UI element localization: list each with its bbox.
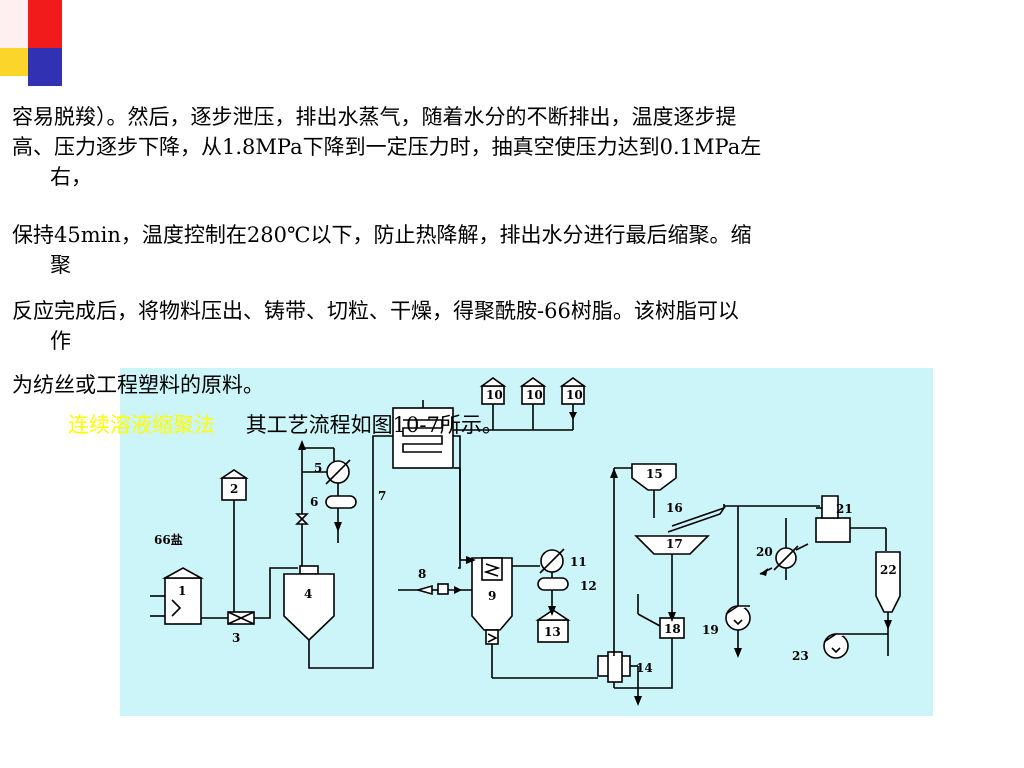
label-20: 20 (756, 545, 773, 559)
label-22: 22 (880, 563, 897, 577)
paragraph-1-line-1: 容易脱羧）。然后，逐步泄压，排出水蒸气，随着水分的不断排出，温度逐步提 (12, 105, 737, 129)
label-14: 14 (636, 661, 653, 675)
label-4: 4 (304, 587, 312, 601)
label-2: 2 (230, 482, 238, 496)
paragraph-1-line-3: 右， (50, 165, 92, 189)
towers-10 (479, 377, 587, 405)
reactor-4 (283, 573, 335, 642)
paragraph-3-line-2: 作 (50, 329, 71, 353)
label-10a: 10 (486, 388, 503, 402)
label-18: 18 (664, 622, 681, 636)
label-7: 7 (378, 489, 386, 503)
process-flow-diagram: 1 2 3 4 5 6 7 8 9 10 10 10 11 12 13 14 1… (120, 368, 933, 716)
label-15: 15 (646, 467, 663, 481)
paragraph-4: 为纺丝或工程塑料的原料。 (12, 370, 1012, 400)
label-9: 9 (488, 589, 496, 603)
screen-17 (634, 535, 710, 555)
paragraph-1-line-2: 高、压力逐步下降，从1.8MPa下降到一定压力时，抽真空使压力达到0.1MPa左 (12, 135, 762, 159)
drum-6 (325, 495, 357, 509)
caption-text: 其工艺流程如图10-7所示。 (245, 413, 503, 437)
hopper-15 (631, 463, 677, 491)
silo-22 (875, 551, 901, 613)
ejector-8 (415, 584, 433, 596)
label-12: 12 (580, 579, 597, 593)
label-1: 1 (178, 584, 186, 598)
blue-square (28, 48, 62, 86)
corner-decoration (0, 0, 70, 90)
paragraph-2: 保持45min，温度控制在280℃以下，防止热降解，排出水分进行最后缩聚。缩 聚 (12, 220, 1012, 280)
paragraph-3-line-1: 反应完成后，将物料压出、铸带、切粒、干燥，得聚酰胺-66树脂。该树脂可以 (12, 299, 739, 323)
label-17: 17 (666, 537, 683, 551)
drum-12 (537, 577, 569, 591)
yellow-square (0, 48, 28, 76)
label-salt: 66盐 (154, 532, 183, 547)
label-11: 11 (570, 555, 587, 569)
paragraph-2-line-2: 聚 (50, 253, 71, 277)
process-flow-svg: 1 2 3 4 5 6 7 8 9 10 10 10 11 12 13 14 1… (150, 377, 901, 706)
tank-1 (164, 577, 202, 625)
paragraph-2-line-1: 保持45min，温度控制在280℃以下，防止热降解，排出水分进行最后缩聚。缩 (12, 223, 752, 247)
label-10c: 10 (566, 388, 583, 402)
label-19: 19 (702, 623, 719, 637)
column-7 (392, 407, 454, 469)
label-8: 8 (418, 567, 426, 581)
label-23: 23 (792, 649, 809, 663)
label-6: 6 (310, 495, 318, 509)
diagram-caption: 连续溶液缩聚法 其工艺流程如图10-7所示。 (68, 410, 503, 440)
conveyor-16 (667, 506, 726, 533)
label-13: 13 (544, 625, 561, 639)
caption-highlight: 连续溶液缩聚法 (68, 413, 215, 437)
red-square (28, 0, 62, 48)
label-16: 16 (666, 501, 683, 515)
label-3: 3 (232, 631, 240, 645)
cyclone-21 (815, 517, 851, 543)
label-21: 21 (836, 502, 853, 516)
paragraph-4-line-1: 为纺丝或工程塑料的原料。 (12, 373, 264, 397)
label-5: 5 (314, 461, 322, 475)
light-square (0, 0, 28, 48)
paragraph-1: 容易脱羧）。然后，逐步泄压，排出水蒸气，随着水分的不断排出，温度逐步提 高、压力… (12, 102, 1012, 192)
paragraph-3: 反应完成后，将物料压出、铸带、切粒、干燥，得聚酰胺-66树脂。该树脂可以 作 (12, 296, 1012, 356)
label-10b: 10 (526, 388, 543, 402)
